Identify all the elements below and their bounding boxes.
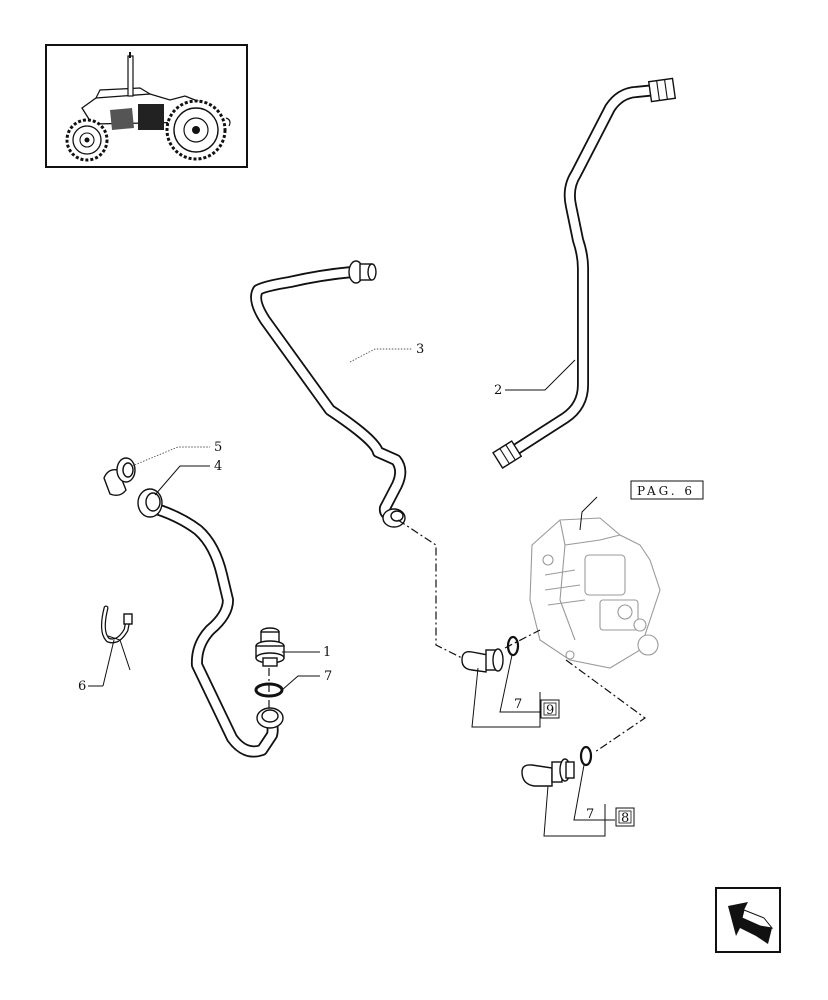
elbow-fitting-8	[521, 745, 593, 787]
callout-5: 5	[214, 440, 222, 455]
connection-line-upper-b	[504, 629, 541, 649]
callout-7-left: 7	[324, 669, 332, 684]
leader-7-lower	[573, 764, 615, 821]
hose-6	[100, 605, 133, 644]
ref-box-9-label: 9	[546, 703, 554, 718]
leader-7-left	[281, 675, 320, 691]
ref-box-9[interactable]: 9	[540, 699, 560, 719]
page-ref-box[interactable]: PAG. 6	[630, 480, 704, 500]
pipe-4	[137, 488, 284, 758]
callout-6: 6	[78, 679, 86, 694]
leader-elbow-8	[543, 785, 606, 837]
leader-7-mid	[499, 654, 540, 713]
leader-pag6	[579, 496, 598, 531]
leader-2	[505, 359, 576, 391]
ref-box-8-label: 8	[621, 811, 629, 826]
page-ref-label: PAG. 6	[637, 484, 695, 498]
callout-7-mid: 7	[514, 697, 522, 712]
callout-7-lower: 7	[586, 807, 594, 822]
callout-3: 3	[416, 342, 424, 357]
callout-4: 4	[214, 459, 222, 474]
ref-box-8[interactable]: 8	[615, 807, 635, 827]
leader-elbow-9	[471, 667, 541, 728]
pipe-3	[250, 260, 407, 528]
elbow-5	[103, 457, 136, 497]
leader-5	[131, 446, 210, 467]
connection-line-lower	[565, 659, 647, 753]
leader-6-v	[102, 639, 115, 687]
leader-4	[154, 465, 210, 496]
return-arrow-icon[interactable]	[715, 887, 781, 953]
callout-2: 2	[494, 383, 502, 398]
connection-line-upper	[397, 519, 463, 659]
callout-1: 1	[323, 645, 331, 660]
adaptor-1	[255, 627, 285, 667]
control-valve-ghost	[529, 517, 661, 669]
tractor-thumbnail-icon	[45, 44, 248, 168]
pipe-2	[492, 77, 677, 469]
leader-3	[349, 348, 412, 363]
leader-6	[107, 635, 131, 671]
